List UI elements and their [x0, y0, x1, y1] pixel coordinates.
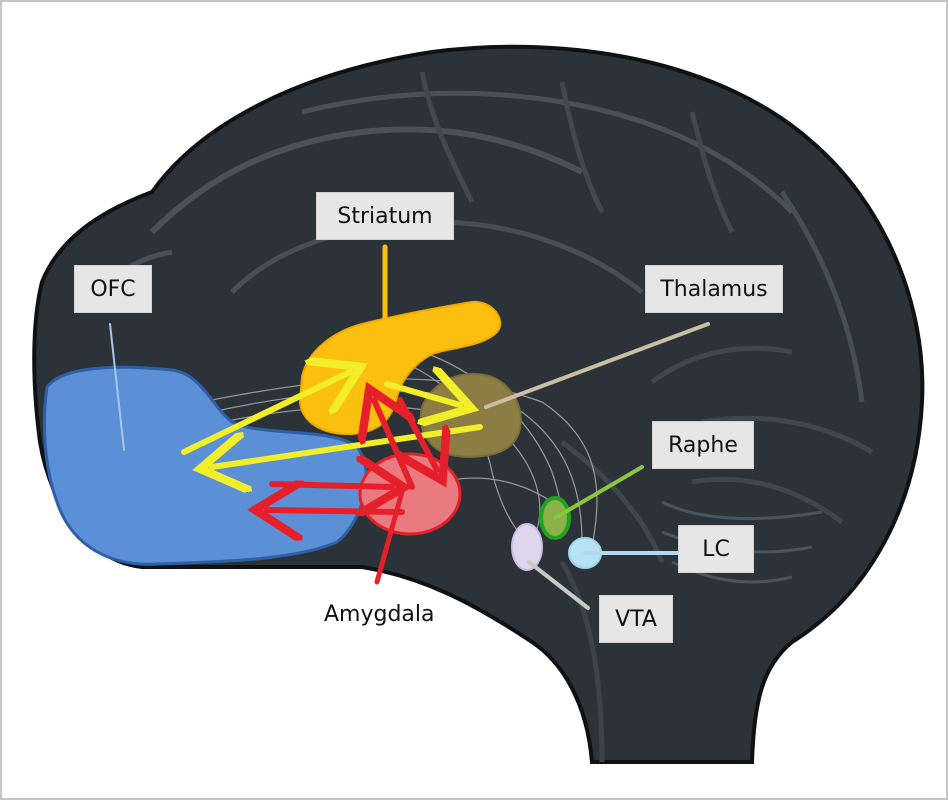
vta-nucleus: [511, 523, 543, 571]
arrow-striatum-to-amygdala: [400, 397, 437, 470]
vta-label: VTA: [600, 596, 672, 642]
red-arrows: [267, 400, 437, 512]
ofc-leader: [109, 323, 125, 451]
leader-lines: [109, 244, 710, 610]
ofc-label: OFC: [75, 266, 151, 312]
thalamus-label: Thalamus: [646, 266, 782, 312]
amygdala-leader: [374, 489, 405, 585]
raphe-leader: [553, 465, 644, 520]
vta-leader: [527, 560, 590, 610]
arrow-ofc-to-amygdala: [269, 484, 392, 487]
thalamus-region: [419, 372, 522, 458]
striatum-label: Striatum: [317, 193, 453, 239]
amygdala-label: Amygdala: [324, 602, 435, 627]
arrow-amygdala-to-ofc: [267, 510, 405, 512]
thalamus-leader: [484, 322, 710, 409]
raphe-label: Raphe: [653, 422, 753, 468]
amygdala-region: [358, 452, 462, 536]
lc-label: LC: [679, 526, 753, 572]
